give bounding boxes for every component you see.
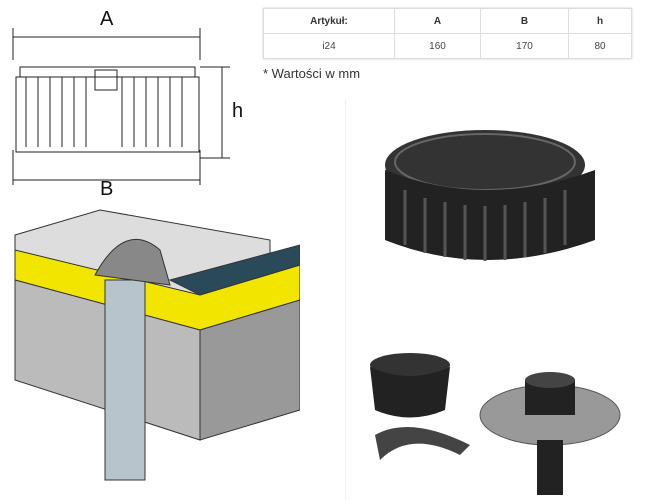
cell-b: 170: [480, 33, 569, 59]
header-a: A: [394, 8, 481, 34]
table-row: i24 160 170 80: [263, 33, 632, 59]
drain-grate-small-photo: [370, 353, 470, 460]
header-b: B: [480, 8, 569, 34]
header-h: h: [568, 8, 632, 34]
cell-a: 160: [394, 33, 481, 59]
header-article: Artykuł:: [263, 8, 395, 34]
units-note: * Wartości w mm: [263, 66, 361, 81]
divider: [345, 100, 346, 500]
roof-cross-section-illustration: [14, 209, 300, 481]
dimension-h-label: h: [232, 100, 244, 122]
cell-h: 80: [568, 33, 632, 59]
drain-grate-large-photo: [385, 130, 595, 261]
dimension-b-label: B: [100, 178, 114, 200]
roof-drain-with-flange-photo: [479, 372, 621, 495]
dimension-diagram: [12, 28, 230, 185]
cell-article: i24: [263, 33, 395, 59]
dimension-a-label: A: [100, 8, 114, 30]
table-header-row: Artykuł: A B h: [263, 8, 632, 34]
dimensions-table: Artykuł: A B h i24 160 170 80: [263, 8, 632, 59]
